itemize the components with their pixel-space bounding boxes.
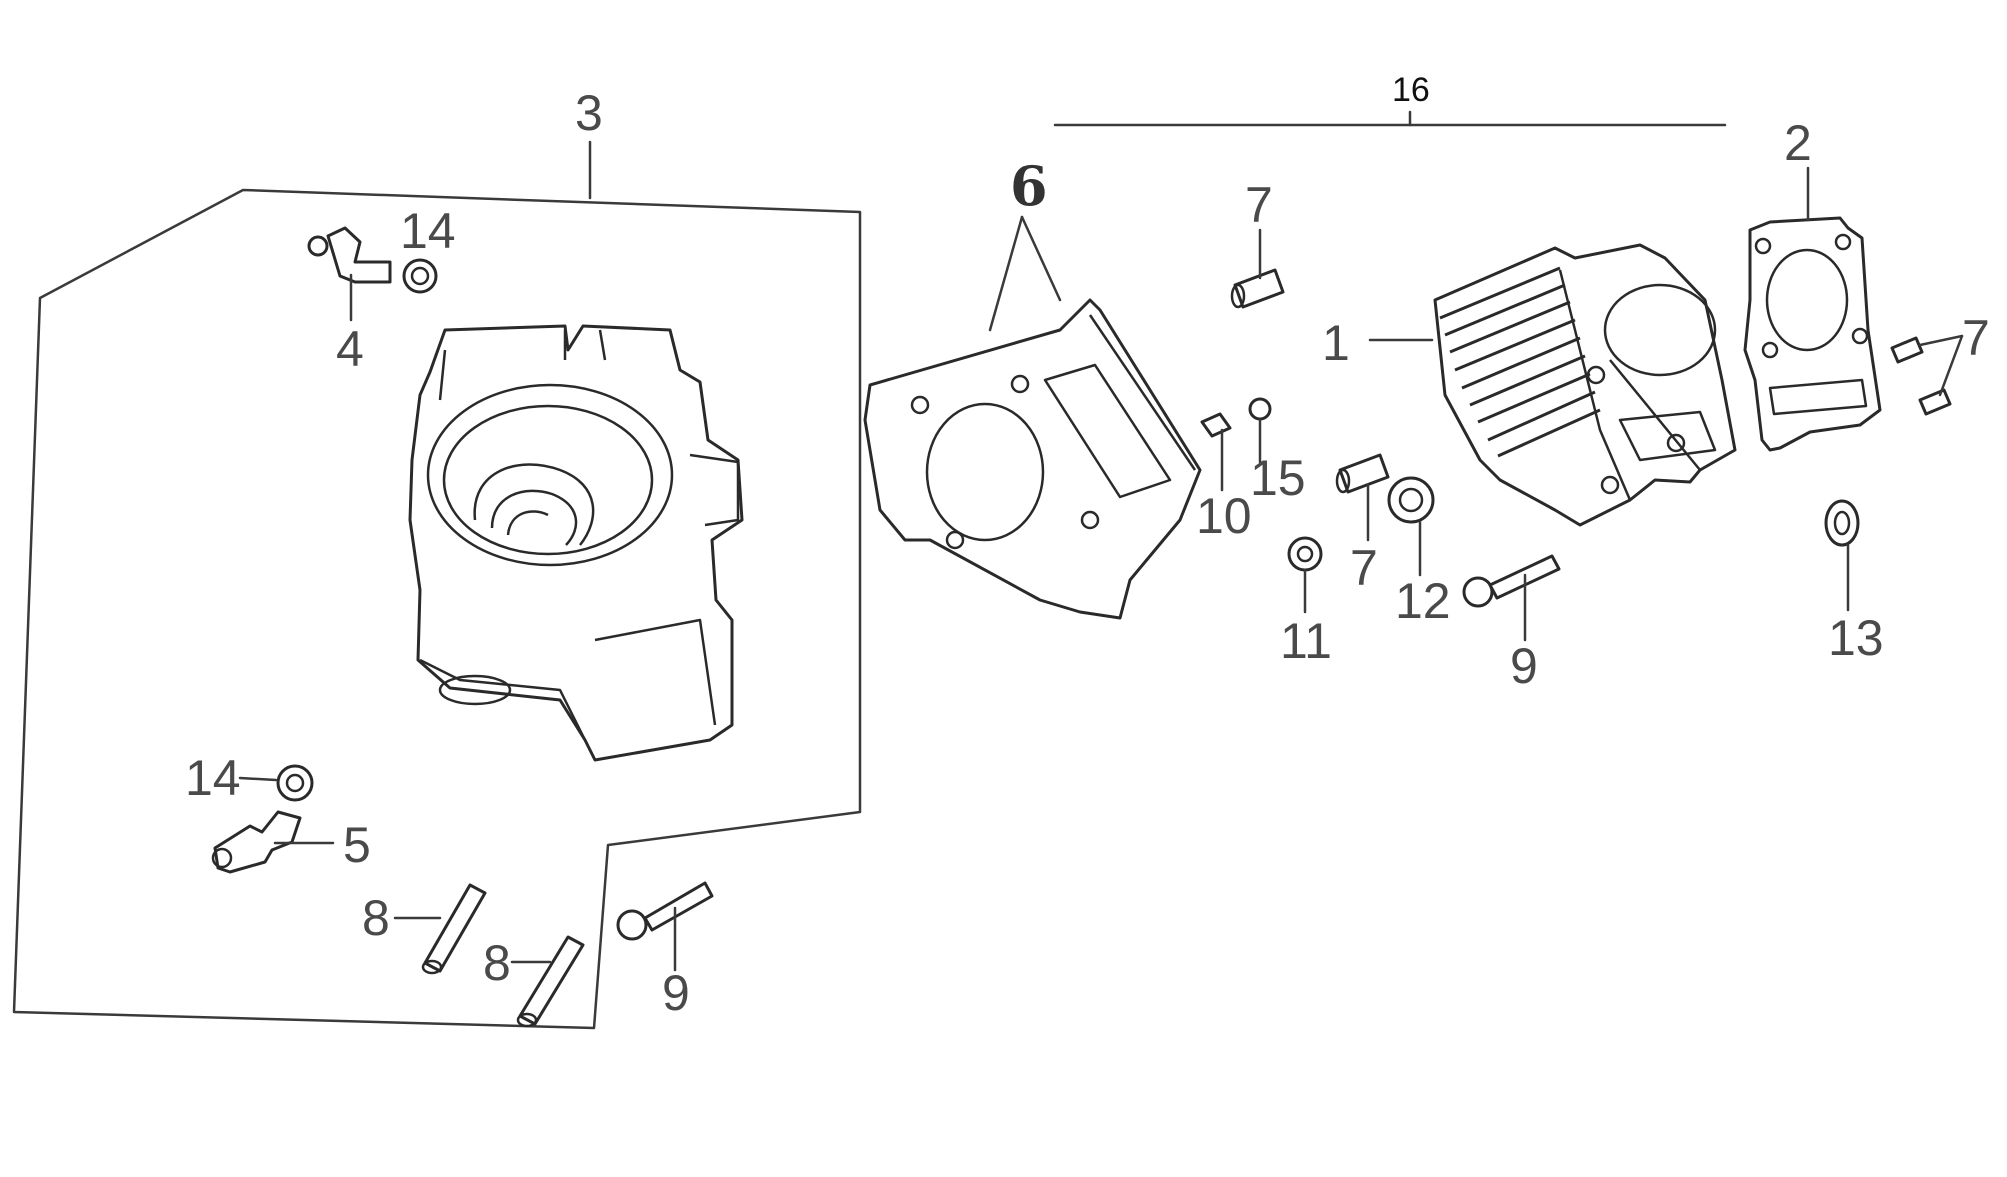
oring-part-13-inner xyxy=(1833,510,1851,536)
callout-7c-line-b xyxy=(1938,334,1964,397)
bolt-part-9-bottom xyxy=(616,881,714,941)
callout-6-line-a xyxy=(988,215,1024,332)
dowel-part-7-top xyxy=(1230,268,1285,309)
dowel-part-7-middle xyxy=(1335,453,1390,494)
label-part-8a: 8 xyxy=(362,890,390,946)
label-part-1: 1 xyxy=(1322,315,1350,371)
washer-part-11 xyxy=(1287,536,1323,572)
label-part-11: 11 xyxy=(1280,613,1332,669)
label-part-4: 4 xyxy=(336,321,364,377)
label-part-9-right: 9 xyxy=(1510,638,1538,694)
label-part-7-middle: 7 xyxy=(1350,540,1378,596)
ring-part-15 xyxy=(1248,397,1272,421)
washer-part-11-hole xyxy=(1296,545,1314,563)
label-part-8b: 8 xyxy=(483,935,511,991)
cylinder-part-1 xyxy=(1433,243,1737,527)
oring-part-13 xyxy=(1824,499,1860,547)
washer-part-14-top-hole xyxy=(410,266,430,286)
label-part-2: 2 xyxy=(1784,115,1812,171)
label-part-9-bottom: 9 xyxy=(662,965,690,1021)
stud-part-4 xyxy=(307,226,392,284)
cylinder-head-part xyxy=(408,324,744,762)
label-part-14-top: 14 xyxy=(400,203,456,259)
group-3-boundary xyxy=(12,188,862,1030)
label-part-6: 6 xyxy=(1010,154,1048,218)
label-part-14-bottom: 14 xyxy=(185,750,241,806)
oring-part-12-inner xyxy=(1398,487,1424,513)
gasket-part-6 xyxy=(863,298,1202,620)
callout-6-line-b xyxy=(1020,215,1062,302)
washer-part-14-bottom-hole xyxy=(285,773,305,793)
washer-part-14-top xyxy=(402,258,438,294)
callout-7c-line-a xyxy=(1918,334,1964,347)
dowel-pin-part-8a xyxy=(421,883,487,975)
gasket-part-2 xyxy=(1743,216,1882,452)
label-assembly-16: 16 xyxy=(1392,71,1430,109)
callout-14b-line xyxy=(238,776,278,782)
label-part-13: 13 xyxy=(1828,610,1884,666)
label-part-7-right: 7 xyxy=(1962,310,1990,366)
bolt-part-9-right xyxy=(1462,554,1561,608)
label-part-12: 12 xyxy=(1395,573,1451,629)
label-part-3: 3 xyxy=(575,85,603,141)
label-part-10: 10 xyxy=(1196,488,1252,544)
label-part-5: 5 xyxy=(343,817,371,873)
washer-part-14-bottom xyxy=(276,764,314,802)
dowel-part-7-right-b xyxy=(1918,388,1952,416)
label-part-7-top: 7 xyxy=(1245,177,1273,233)
pin-part-10 xyxy=(1200,412,1232,438)
label-part-15: 15 xyxy=(1250,450,1306,506)
dowel-pin-part-8b xyxy=(516,935,585,1028)
oring-part-12 xyxy=(1387,476,1435,524)
dowel-part-7-right-a xyxy=(1890,336,1924,364)
